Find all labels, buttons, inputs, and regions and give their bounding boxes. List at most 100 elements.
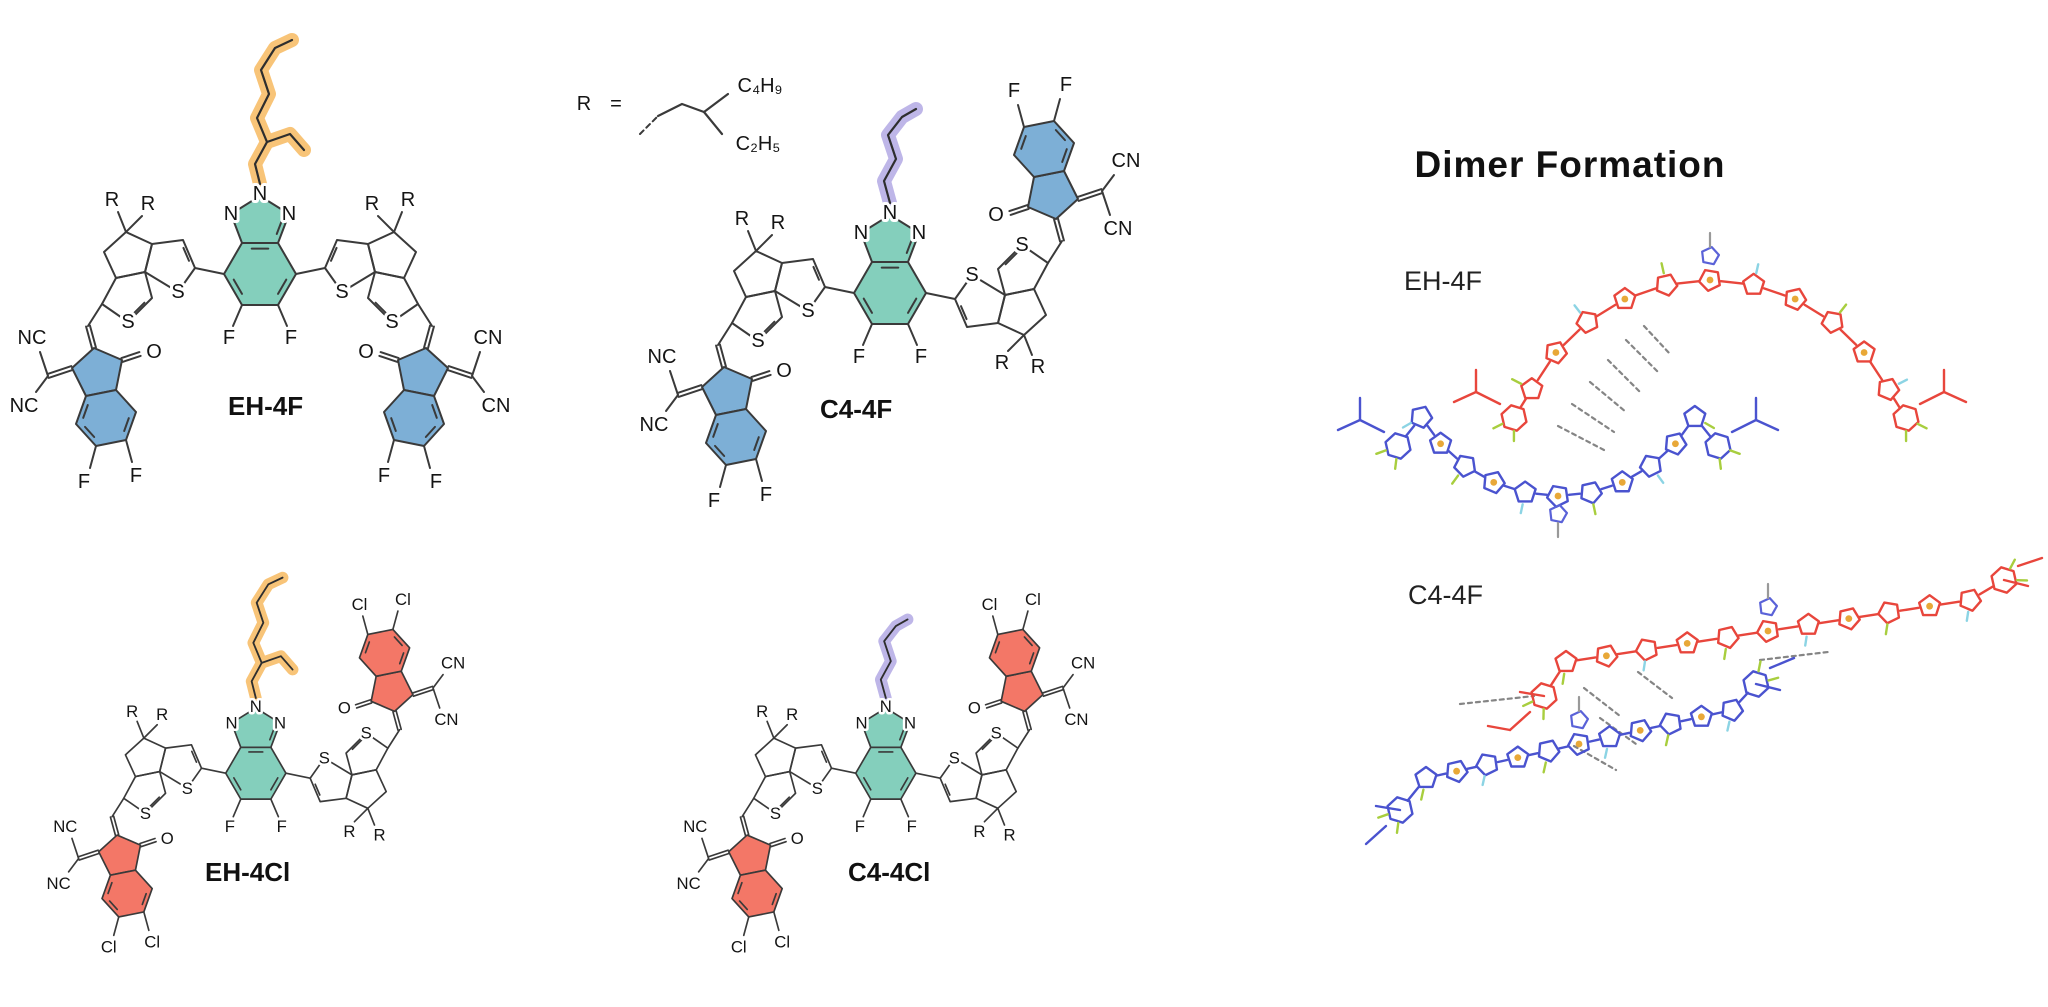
svg-text:S: S — [361, 724, 372, 743]
svg-text:R: R — [105, 189, 119, 211]
svg-text:F: F — [378, 465, 390, 487]
svg-text:N: N — [854, 222, 868, 244]
dimer0-blue-molecule — [1336, 396, 1780, 539]
dimer-model-eh-4f — [1336, 231, 1968, 539]
svg-text:Cl: Cl — [144, 933, 160, 952]
dimer1-blue-molecule — [1364, 656, 1796, 846]
molecule-name-eh-4f: EH-4F — [228, 391, 304, 421]
svg-text:S: S — [1015, 234, 1028, 256]
svg-text:Cl: Cl — [352, 595, 368, 614]
svg-text:F: F — [855, 817, 865, 836]
svg-text:R: R — [343, 822, 355, 841]
molecule-name-c4-4cl: C4-4Cl — [848, 857, 931, 887]
svg-text:S: S — [801, 300, 814, 322]
alkyl-chain-highlight — [248, 33, 311, 191]
svg-text:Cl: Cl — [1025, 590, 1041, 609]
svg-text:CN: CN — [441, 653, 465, 672]
alkyl-chain-highlight — [877, 102, 923, 210]
svg-text:Cl: Cl — [101, 938, 117, 957]
svg-text:NC: NC — [648, 346, 677, 368]
svg-text:R: R — [1003, 826, 1015, 845]
svg-text:N: N — [856, 714, 868, 733]
svg-text:NC: NC — [10, 395, 39, 417]
svg-text:CN: CN — [1112, 150, 1141, 172]
alkyl-chain-highlight — [245, 571, 299, 704]
svg-text:O: O — [358, 341, 374, 363]
svg-text:N: N — [282, 203, 296, 225]
svg-text:C₄H₉: C₄H₉ — [738, 75, 783, 97]
svg-text:O: O — [146, 341, 162, 363]
dimer-label-c4-4f: C4-4F — [1408, 580, 1484, 610]
svg-text:Cl: Cl — [774, 933, 790, 952]
svg-text:F: F — [78, 471, 90, 493]
svg-text:C₂H₅: C₂H₅ — [736, 133, 781, 155]
svg-text:S: S — [182, 779, 193, 798]
svg-text:F: F — [285, 327, 297, 349]
svg-text:S: S — [319, 749, 330, 768]
svg-text:F: F — [130, 465, 142, 487]
svg-text:N: N — [904, 714, 916, 733]
svg-text:O: O — [988, 204, 1004, 226]
svg-text:F: F — [225, 817, 235, 836]
svg-text:R: R — [735, 208, 749, 230]
svg-text:R: R — [577, 93, 591, 115]
svg-text:N: N — [226, 714, 238, 733]
svg-text:F: F — [1008, 80, 1020, 102]
dimer1-red-molecule — [1486, 556, 2044, 732]
svg-text:O: O — [968, 699, 981, 718]
svg-text:CN: CN — [1064, 710, 1088, 729]
svg-text:Cl: Cl — [395, 590, 411, 609]
svg-text:F: F — [915, 346, 927, 368]
svg-text:CN: CN — [482, 395, 511, 417]
svg-text:NC: NC — [47, 874, 71, 893]
svg-text:R: R — [973, 822, 985, 841]
svg-text:NC: NC — [683, 817, 707, 836]
svg-text:F: F — [277, 817, 287, 836]
svg-text:N: N — [883, 202, 897, 224]
svg-text:S: S — [385, 311, 398, 333]
dimer0-red-molecule — [1452, 231, 1968, 443]
svg-text:S: S — [335, 281, 348, 303]
svg-text:R: R — [786, 705, 798, 724]
dimer-panel-title: Dimer Formation — [1414, 144, 1726, 185]
svg-text:S: S — [171, 281, 184, 303]
svg-text:R: R — [771, 212, 785, 234]
svg-text:F: F — [1060, 74, 1072, 96]
svg-text:Cl: Cl — [982, 595, 998, 614]
svg-text:R: R — [995, 352, 1009, 374]
svg-text:CN: CN — [1104, 218, 1133, 240]
svg-text:Cl: Cl — [731, 938, 747, 957]
svg-text:R: R — [756, 702, 768, 721]
svg-text:S: S — [949, 749, 960, 768]
svg-text:F: F — [430, 471, 442, 493]
molecule-name-c4-4f: C4-4F — [820, 394, 893, 424]
svg-text:S: S — [121, 311, 134, 333]
svg-text:F: F — [223, 327, 235, 349]
svg-text:O: O — [161, 829, 174, 848]
svg-text:R: R — [126, 702, 138, 721]
molecule-name-eh-4cl: EH-4Cl — [205, 857, 291, 887]
svg-text:S: S — [991, 724, 1002, 743]
dimer-label-eh-4f: EH-4F — [1404, 266, 1483, 296]
svg-text:CN: CN — [1071, 653, 1095, 672]
svg-text:R: R — [1031, 356, 1045, 378]
svg-text:N: N — [912, 222, 926, 244]
svg-text:=: = — [610, 93, 622, 115]
svg-text:F: F — [708, 490, 720, 512]
svg-text:NC: NC — [677, 874, 701, 893]
r-group-definition: R = C₄H₉ C₂H₅ — [574, 72, 786, 158]
svg-text:N: N — [253, 183, 267, 205]
svg-text:F: F — [907, 817, 917, 836]
svg-text:S: S — [965, 264, 978, 286]
svg-text:F: F — [853, 346, 865, 368]
